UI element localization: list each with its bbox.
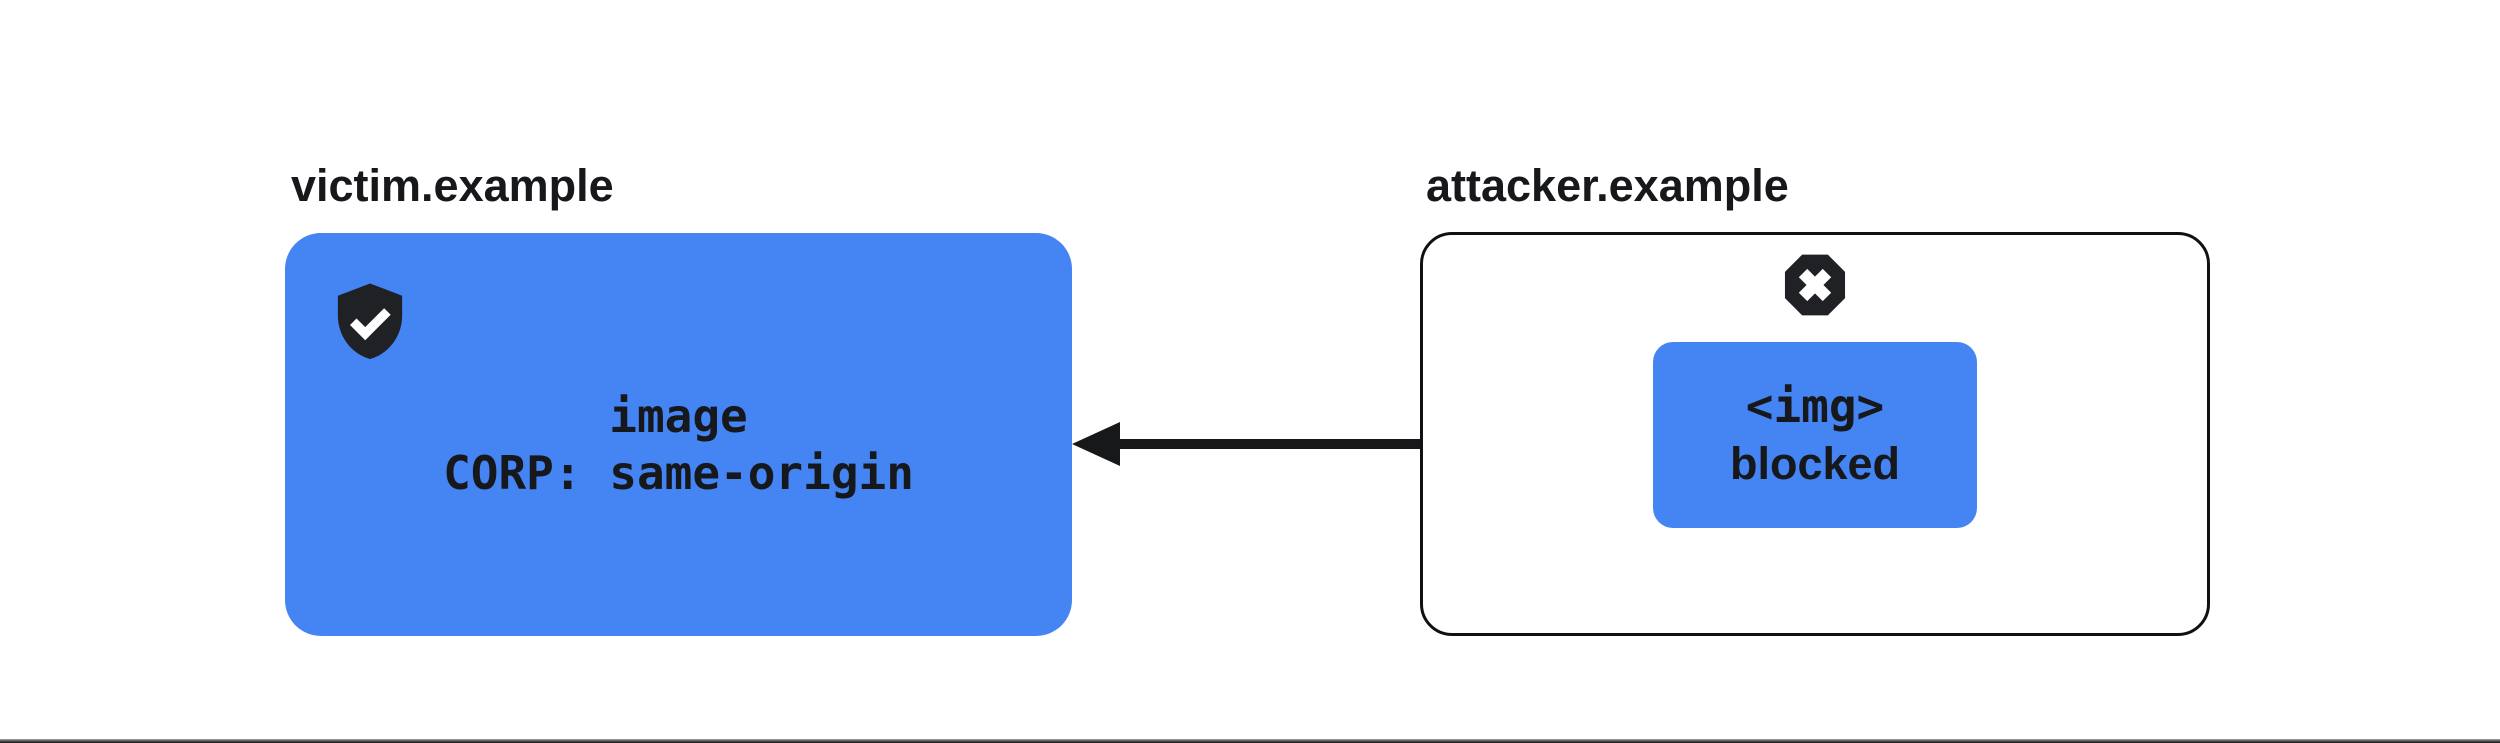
- img-tag-label: <img>: [1745, 379, 1885, 433]
- corp-header-label: CORP: same-origin: [443, 445, 914, 500]
- arrow-shaft: [1116, 439, 1660, 449]
- arrow-head: [1072, 422, 1120, 466]
- blocked-x-icon: [1784, 254, 1846, 316]
- victim-domain-label: victim.example: [291, 160, 614, 211]
- attacker-domain-label: attacker.example: [1426, 160, 1789, 211]
- blocked-request-box: <img> blocked: [1653, 342, 1977, 528]
- resource-type-label: image: [609, 388, 748, 443]
- victim-resource-text: image CORP: same-origin: [285, 233, 1072, 636]
- victim-resource-box: image CORP: same-origin: [285, 233, 1072, 636]
- blocked-status-label: blocked: [1729, 438, 1901, 489]
- attacker-page-frame: <img> blocked: [1420, 232, 2210, 636]
- bottom-divider: [0, 739, 2500, 743]
- shield-check-icon: [337, 283, 403, 359]
- request-arrow: [1072, 422, 1660, 466]
